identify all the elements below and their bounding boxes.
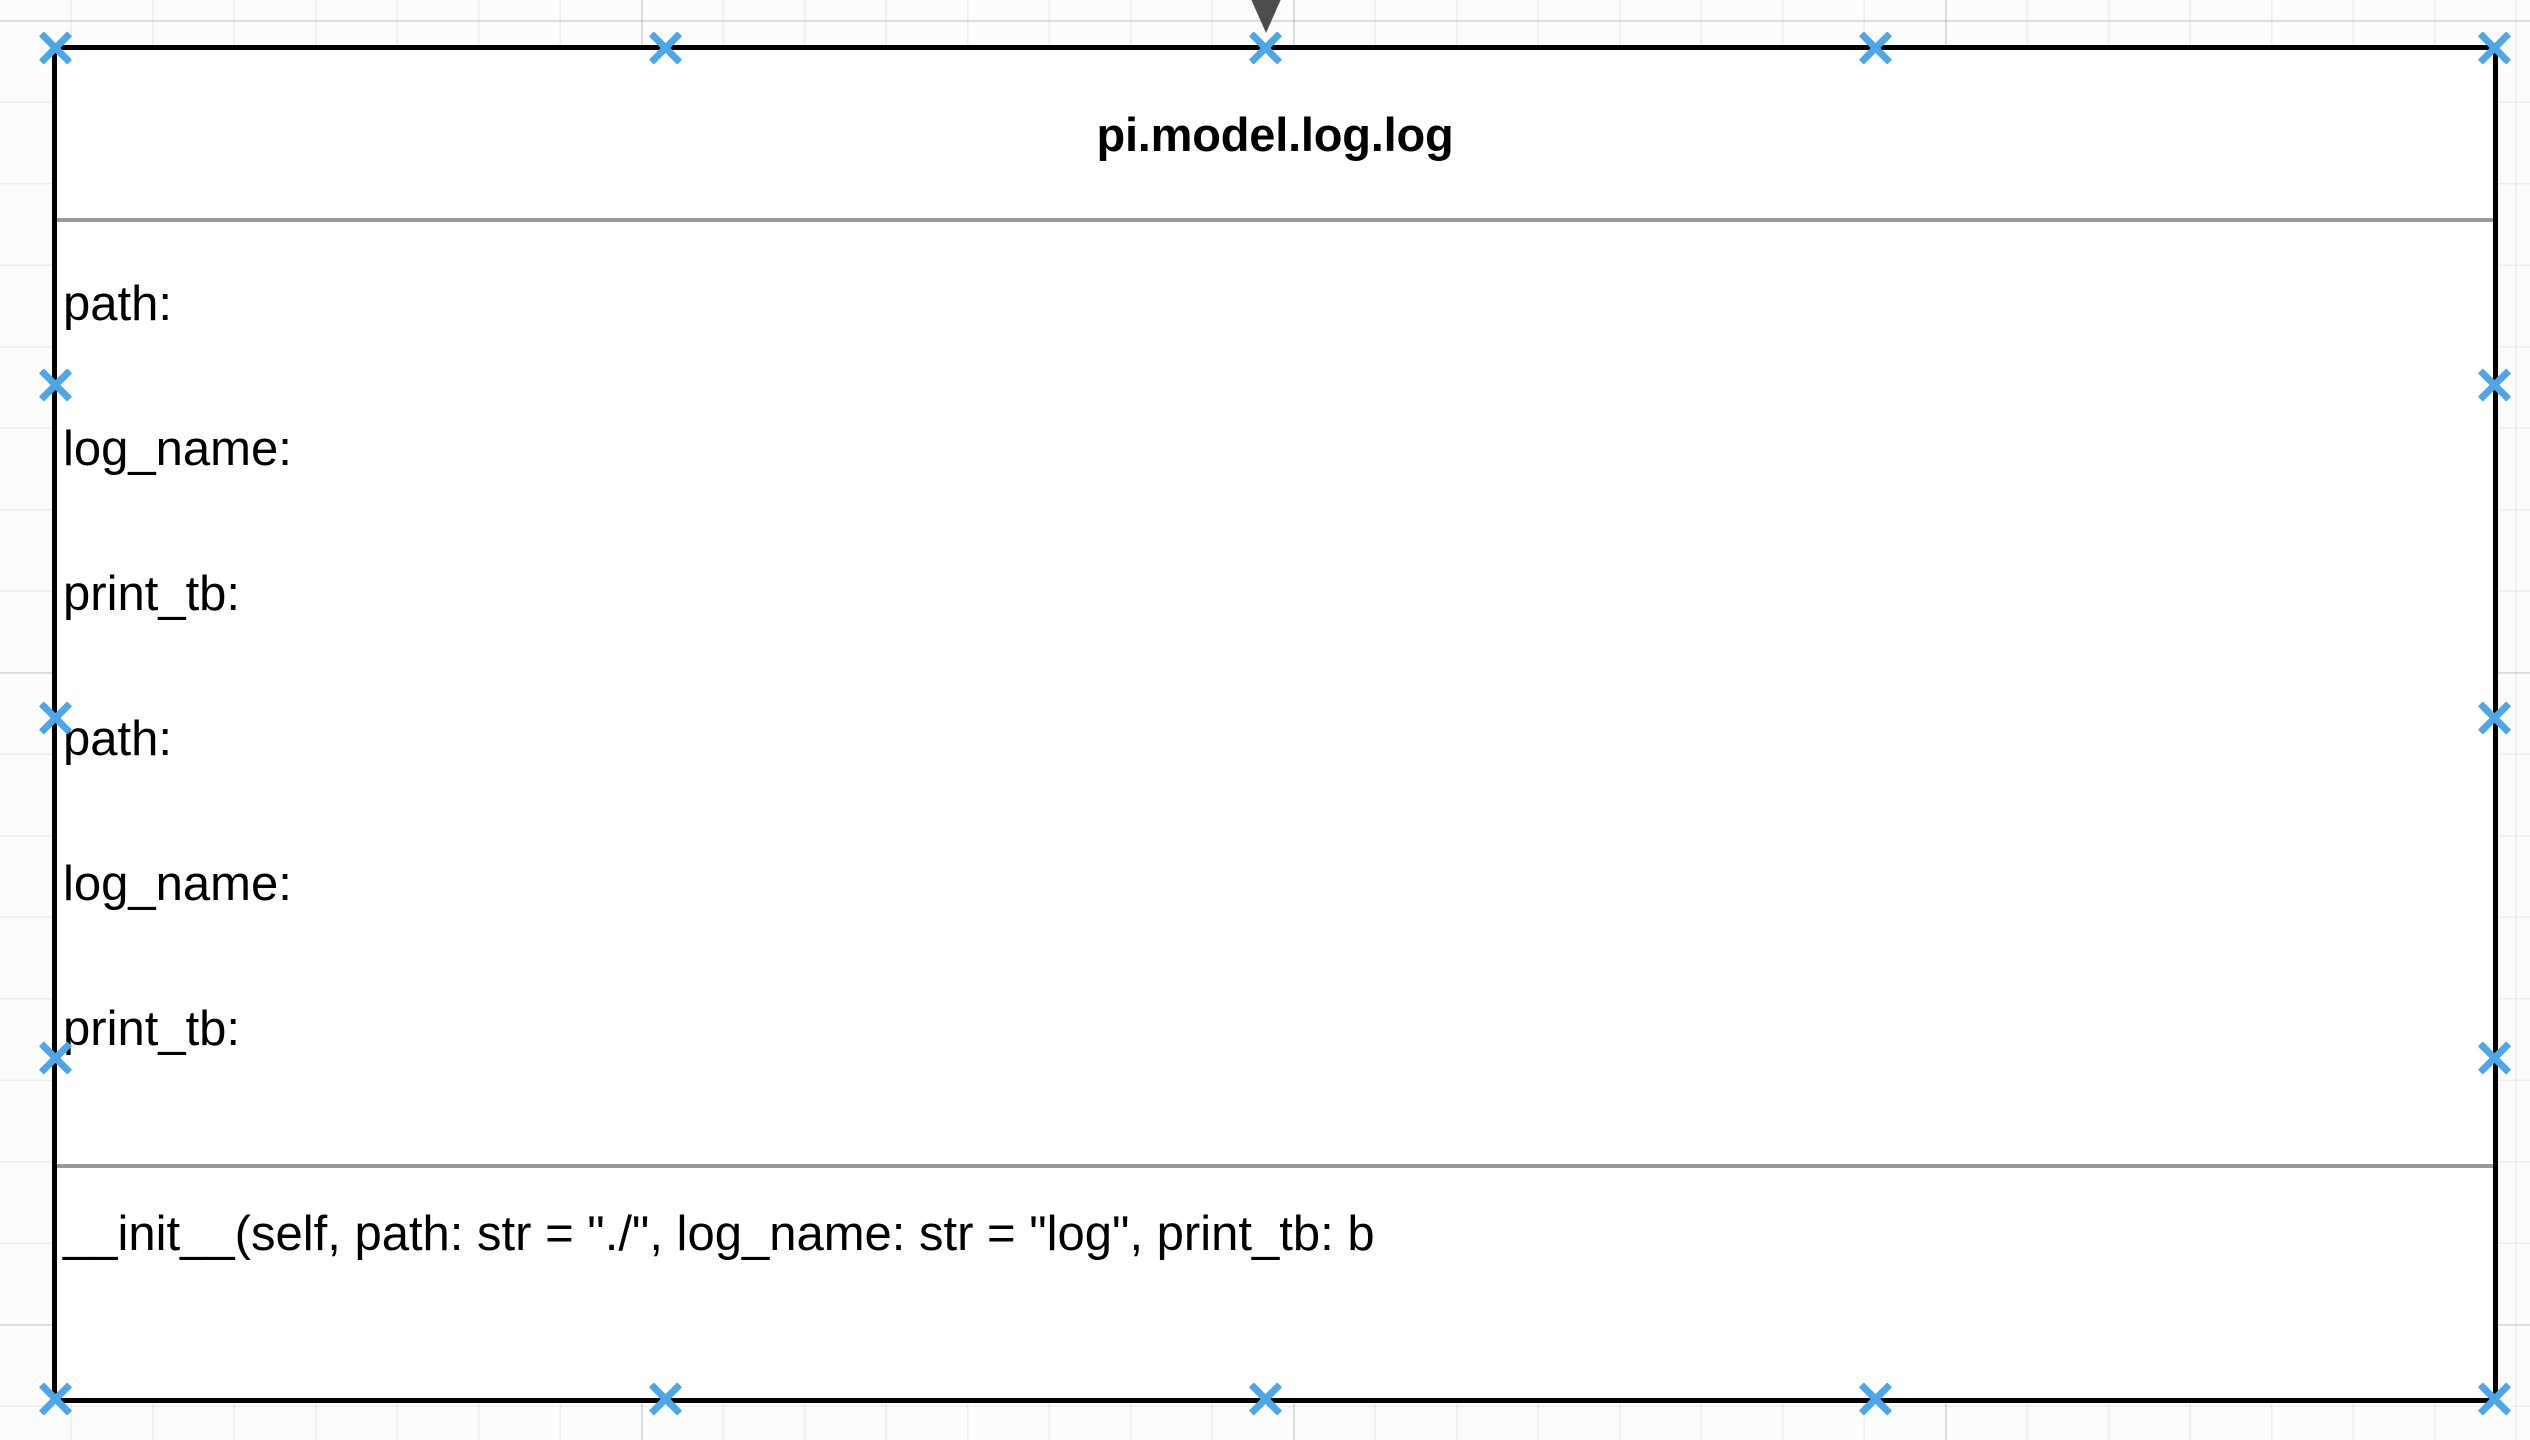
handle-bottom-center-right[interactable]	[1853, 1377, 1897, 1421]
handle-left-upper[interactable]	[33, 363, 77, 407]
handle-top-center-right[interactable]	[1853, 26, 1897, 70]
handle-bottom-center[interactable]	[1243, 1377, 1287, 1421]
handle-left-lower[interactable]	[33, 1036, 77, 1080]
uml-class-methods-section: __init__(self, path: str = "./", log_nam…	[57, 1168, 2493, 1394]
uml-class-title-section: pi.model.log.log	[57, 50, 2493, 222]
handle-right-lower[interactable]	[2472, 1036, 2516, 1080]
uml-attribute-row[interactable]: print_tb:	[63, 1002, 241, 1056]
handle-top-right[interactable]	[2472, 26, 2516, 70]
uml-class-attributes-section: path: log_name: print_tb: path: log_name…	[57, 222, 2493, 1168]
handle-top-center[interactable]	[1243, 26, 1287, 70]
handle-bottom-center-left[interactable]	[643, 1377, 687, 1421]
uml-attribute-row[interactable]: log_name:	[63, 857, 292, 911]
handle-right-middle[interactable]	[2472, 696, 2516, 740]
uml-attribute-row[interactable]: print_tb:	[63, 567, 241, 621]
handle-top-center-left[interactable]	[643, 26, 687, 70]
handle-top-left[interactable]	[33, 26, 77, 70]
uml-attribute-row[interactable]: log_name:	[63, 422, 292, 476]
uml-attribute-row[interactable]: path:	[63, 712, 172, 766]
uml-class-name: pi.model.log.log	[1096, 107, 1454, 161]
uml-attribute-row[interactable]: path:	[63, 277, 172, 331]
handle-right-upper[interactable]	[2472, 363, 2516, 407]
handle-bottom-left[interactable]	[33, 1377, 77, 1421]
handle-left-middle[interactable]	[33, 696, 77, 740]
uml-method-row[interactable]: __init__(self, path: str = "./", log_nam…	[63, 1207, 1375, 1261]
uml-class-shape[interactable]: pi.model.log.log path: log_name: print_t…	[52, 45, 2498, 1403]
handle-bottom-right[interactable]	[2472, 1377, 2516, 1421]
